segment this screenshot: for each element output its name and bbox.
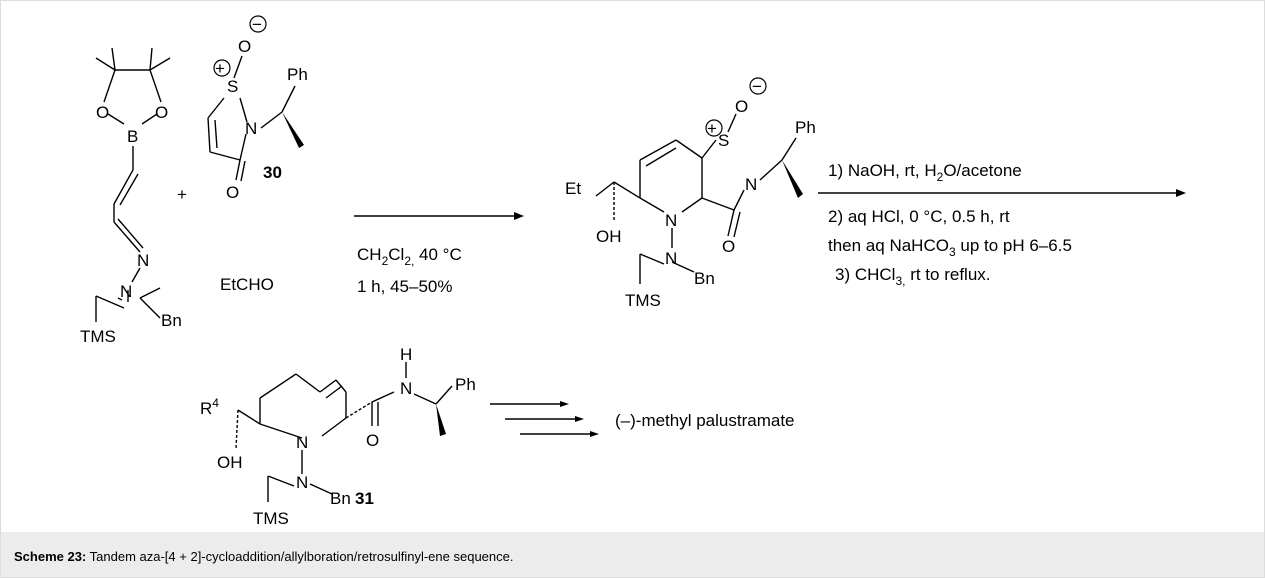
atom-n-amine: N xyxy=(120,282,132,301)
conditions-2-step-2b: then aq NaHCO3 up to pH 6–6.5 xyxy=(828,236,1072,259)
charge-minus-int: − xyxy=(752,77,762,96)
atom-n-ring-int: N xyxy=(745,175,757,194)
atom-s-int: S xyxy=(718,131,729,150)
label-r4: R4 xyxy=(200,396,219,418)
conditions-2-step-3: 3) CHCl3, rt to reflux. xyxy=(835,265,991,288)
conditions-2-step-1: 1) NaOH, rt, H2O/acetone xyxy=(828,161,1022,184)
atom-o-int: O xyxy=(735,97,748,116)
atom-o-carbonyl-30: O xyxy=(226,183,239,202)
charge-plus-int: + xyxy=(707,119,717,138)
charge-plus-30: + xyxy=(215,59,225,78)
label-bn-int: Bn xyxy=(694,269,715,288)
label-tms: TMS xyxy=(80,327,116,346)
label-tms-31: TMS xyxy=(253,509,289,528)
label-oh-int: OH xyxy=(596,227,622,246)
caption-text: Tandem aza-[4 + 2]-cycloaddition/allylbo… xyxy=(89,549,514,564)
atom-n-amide-31: N xyxy=(400,379,412,398)
compound-31: R4 OH N N Bn TMS O N H Ph 31 xyxy=(200,345,476,528)
atom-o-left: O xyxy=(96,103,109,122)
compound-30: + − S O N Ph O 30 xyxy=(207,15,308,202)
atom-s-30: S xyxy=(227,77,238,96)
atom-n-30: N xyxy=(245,119,257,138)
reaction-scheme: O O B N N Bn TMS + + − S O N Ph O 30 EtC… xyxy=(80,15,1186,528)
label-tms-int: TMS xyxy=(625,291,661,310)
atom-o-30: O xyxy=(238,37,251,56)
atom-b: B xyxy=(127,127,138,146)
atom-o-carbonyl-31: O xyxy=(366,431,379,450)
boronate-hydrazone: O O B N N Bn TMS xyxy=(80,47,182,346)
label-ph-31: Ph xyxy=(455,375,476,394)
label-bn-31: Bn xyxy=(330,489,351,508)
label-ph-int: Ph xyxy=(795,118,816,137)
figure-caption: Scheme 23: Tandem aza-[4 + 2]-cycloaddit… xyxy=(1,532,1264,577)
label-oh-31: OH xyxy=(217,453,243,472)
bicyclic-intermediate: + − S O N Ph O Et OH N N Bn TMS xyxy=(565,77,816,310)
reaction-arrow-2: 1) NaOH, rt, H2O/acetone 2) aq HCl, 0 °C… xyxy=(818,161,1186,288)
reaction-arrow-1: CH2Cl2, 40 °C 1 h, 45–50% xyxy=(354,212,524,296)
label-compound-31: 31 xyxy=(355,489,374,508)
atom-o-right: O xyxy=(155,103,168,122)
conditions-1-line-1: CH2Cl2, 40 °C xyxy=(357,245,462,268)
conditions-1-line-2: 1 h, 45–50% xyxy=(357,277,452,296)
conditions-2-step-2: 2) aq HCl, 0 °C, 0.5 h, rt xyxy=(828,207,1010,226)
atom-n1-31: N xyxy=(296,433,308,452)
atom-n-imine: N xyxy=(137,251,149,270)
charge-minus-30: − xyxy=(252,15,262,34)
label-bn: Bn xyxy=(161,311,182,330)
atom-n2-31: N xyxy=(296,473,308,492)
atom-n2-int: N xyxy=(665,249,677,268)
label-ph-30: Ph xyxy=(287,65,308,84)
atom-h-amide-31: H xyxy=(400,345,412,364)
label-methyl-palustramate: (–)-methyl palustramate xyxy=(615,411,795,430)
plus-sign: + xyxy=(177,185,187,204)
atom-n1-int: N xyxy=(665,211,677,230)
multistep-arrows xyxy=(490,401,599,437)
label-etcho: EtCHO xyxy=(220,275,274,294)
label-et: Et xyxy=(565,179,581,198)
atom-o-carbonyl-int: O xyxy=(722,237,735,256)
caption-label: Scheme 23: xyxy=(14,549,87,564)
label-compound-30: 30 xyxy=(263,163,282,182)
